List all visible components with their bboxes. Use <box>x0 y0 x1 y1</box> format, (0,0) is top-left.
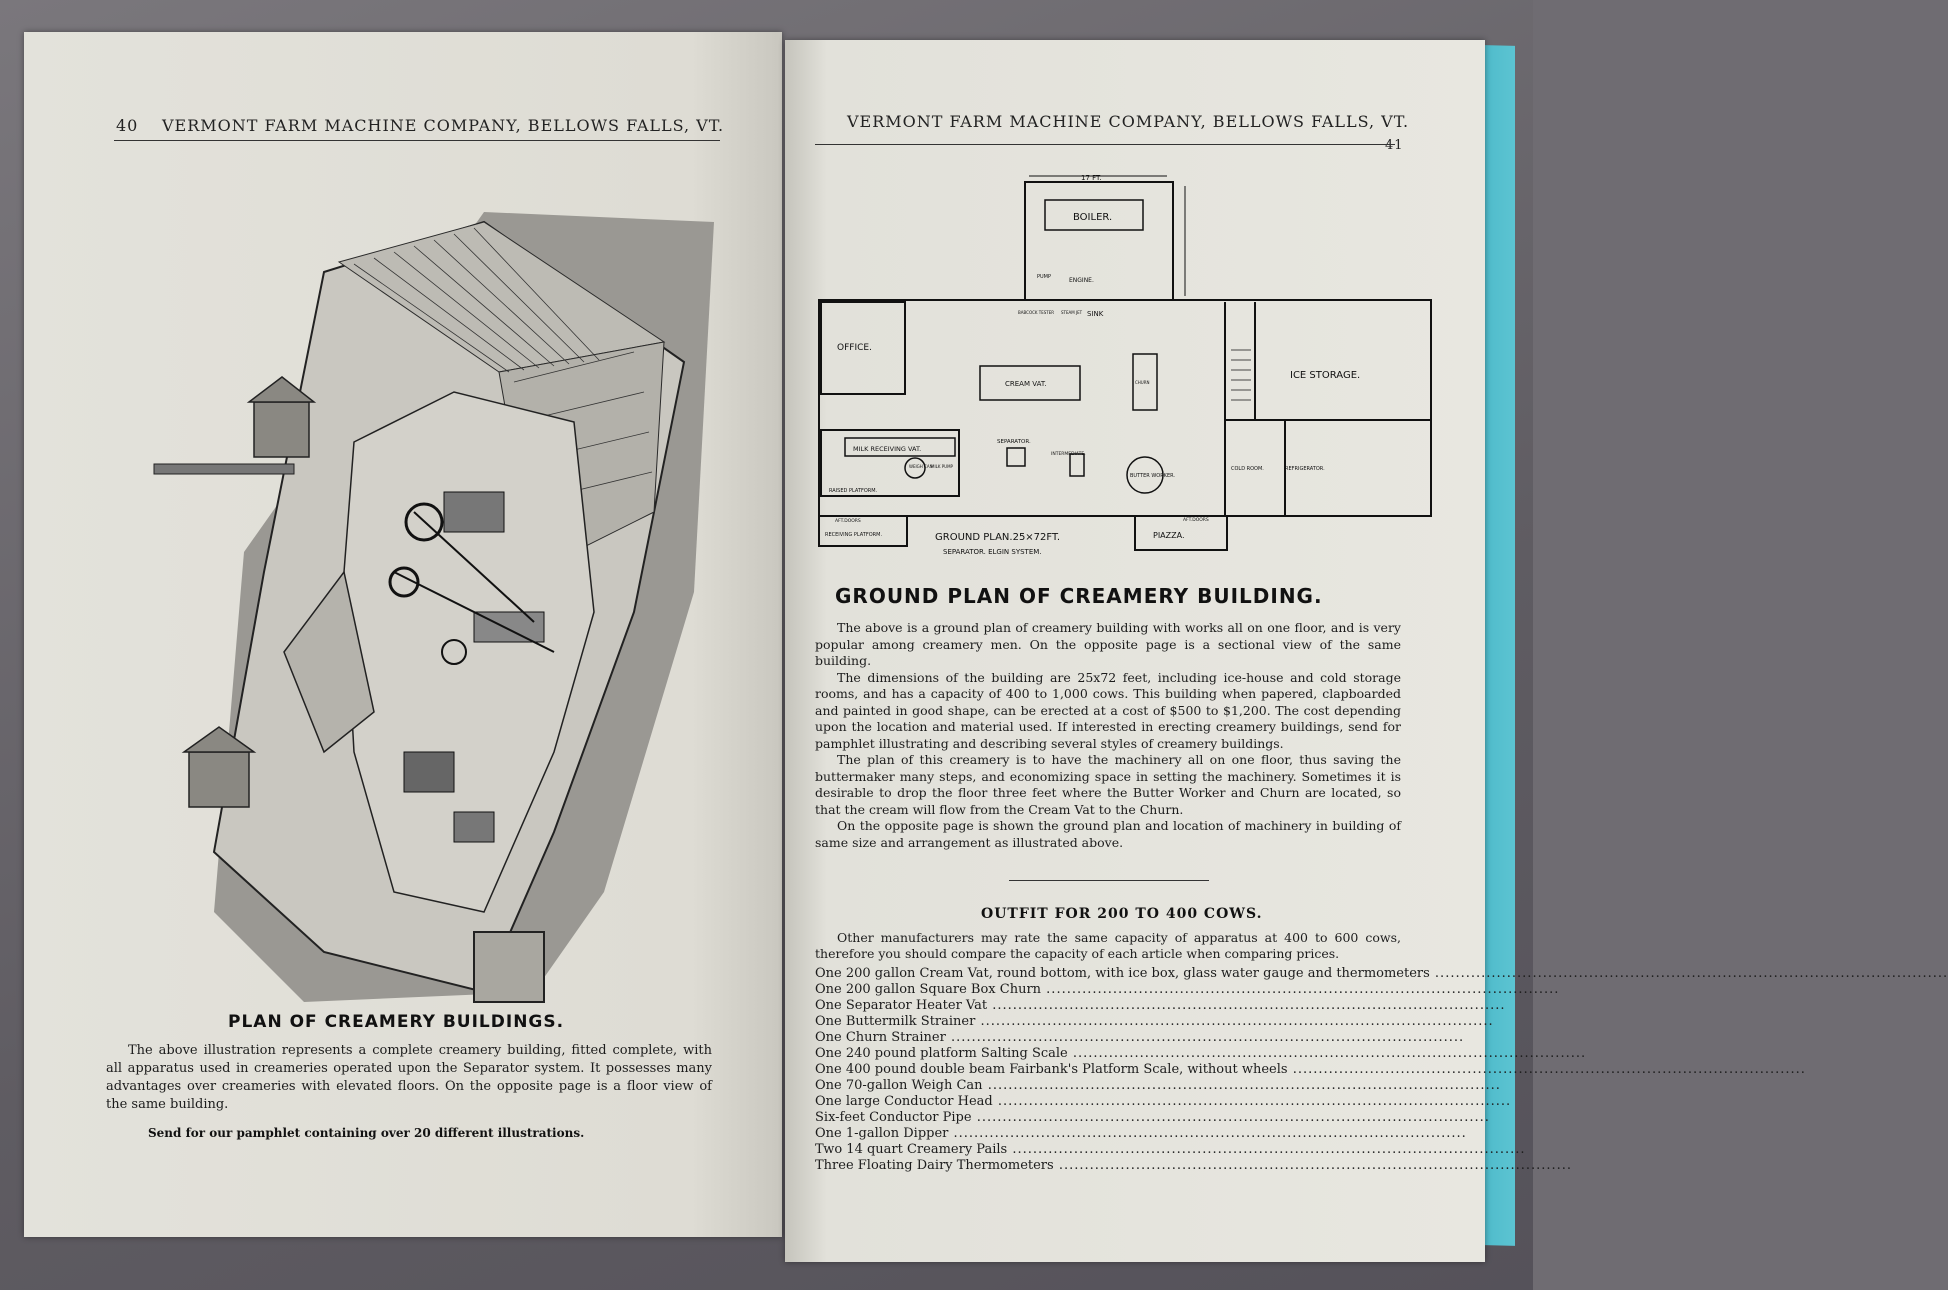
outfit-list: One 200 gallon Cream Vat, round bottom, … <box>815 966 1430 1174</box>
right-page-number: 41 <box>1385 138 1404 153</box>
list-item: Two 14 quart Creamery Pails <box>815 1142 1315 1158</box>
header-rule <box>114 140 720 141</box>
body-paragraph: The above is a ground plan of creamery b… <box>815 620 1401 668</box>
outfit-intro-text: Other manufacturers may rate the same ca… <box>815 930 1401 961</box>
plan-receiving-platform-label: RECEIVING PLATFORM. <box>825 532 882 538</box>
plan-raised-platform-label: RAISED PLATFORM. <box>829 488 878 494</box>
left-caption-body: The above illustration represents a comp… <box>106 1042 712 1114</box>
pamphlet-note: Send for our pamphlet containing over 20… <box>148 1126 585 1140</box>
plan-separator-system-label: SEPARATOR. ELGIN SYSTEM. <box>943 548 1042 556</box>
list-item: One 200 gallon Cream Vat, round bottom, … <box>815 966 1430 982</box>
plan-aft-doors-left-label: AFT.DOORS <box>835 518 861 524</box>
plan-babcock-label: BABCOCK TESTER <box>1018 310 1054 315</box>
plan-milk-vat-label: MILK RECEIVING VAT. <box>853 445 921 453</box>
plan-refrigerator-label: REFRIGERATOR. <box>1285 466 1325 472</box>
list-item: One 200 gallon Square Box Churn <box>815 982 1315 998</box>
left-page-number: 40 <box>116 116 139 135</box>
plan-butter-worker-label: BUTTER WORKER. <box>1130 473 1175 479</box>
plan-office-label: OFFICE. <box>837 343 872 353</box>
left-page-header: VERMONT FARM MACHINE COMPANY, BELLOWS FA… <box>162 116 725 135</box>
list-item: One 70-gallon Weigh Can <box>815 1078 1315 1094</box>
section-divider <box>1009 880 1209 881</box>
plan-ground-plan-label: GROUND PLAN.25×72FT. <box>935 532 1060 543</box>
plan-boiler-label: BOILER. <box>1073 212 1112 223</box>
right-page-body: The above is a ground plan of creamery b… <box>815 620 1401 851</box>
ground-plan-drawing: 17 FT. BOILER. ENGINE. PUMP BABCOCK TEST… <box>818 174 1432 556</box>
creamery-building-engraving <box>153 212 714 1003</box>
header-rule <box>815 144 1395 145</box>
plan-sink-label: SINK <box>1087 310 1104 318</box>
list-item: One Buttermilk Strainer <box>815 1014 1315 1030</box>
plan-separator-label: SEPARATOR. <box>997 439 1031 445</box>
list-item: Three Floating Dairy Thermometers <box>815 1158 1315 1174</box>
list-item: Six-feet Conductor Pipe <box>815 1110 1315 1126</box>
plan-cream-vat-label: CREAM VAT. <box>1005 380 1046 388</box>
right-page: VERMONT FARM MACHINE COMPANY, BELLOWS FA… <box>785 40 1485 1262</box>
plan-intermediate-label: INTERMEDIATE. <box>1051 451 1086 457</box>
body-paragraph: The plan of this creamery is to have the… <box>815 752 1401 817</box>
list-item: One 400 pound double beam Fairbank's Pla… <box>815 1062 1315 1078</box>
right-page-header: VERMONT FARM MACHINE COMPANY, BELLOWS FA… <box>847 112 1410 131</box>
list-item: One Churn Strainer <box>815 1030 1315 1046</box>
outfit-title: OUTFIT FOR 200 TO 400 COWS. <box>981 906 1263 922</box>
left-caption-title: PLAN OF CREAMERY BUILDINGS. <box>228 1012 565 1032</box>
plan-pump-label: PUMP <box>1037 274 1051 280</box>
plan-milk-pump-label: MILK PUMP <box>931 464 954 469</box>
body-paragraph: On the opposite page is shown the ground… <box>815 818 1401 850</box>
list-item: One 240 pound platform Salting Scale <box>815 1046 1315 1062</box>
plan-cold-room-label: COLD ROOM. <box>1231 466 1264 472</box>
plan-width-label: 17 FT. <box>1081 174 1102 182</box>
plan-churn-label: CHURN <box>1135 380 1150 385</box>
left-page: 40 VERMONT FARM MACHINE COMPANY, BELLOWS… <box>24 32 782 1237</box>
list-item: One large Conductor Head <box>815 1094 1315 1110</box>
outfit-intro: Other manufacturers may rate the same ca… <box>815 930 1401 962</box>
body-paragraph: The dimensions of the building are 25x72… <box>815 669 1401 751</box>
plan-piazza-label: PIAZZA. <box>1153 531 1185 540</box>
right-page-title: GROUND PLAN OF CREAMERY BUILDING. <box>835 584 1323 608</box>
plan-ice-storage-label: ICE STORAGE. <box>1290 370 1360 381</box>
plan-weigh-can-label: WEIGH CAN <box>909 464 933 469</box>
plan-aft-doors-right-label: AFT.DOORS <box>1183 517 1209 523</box>
plan-engine-label: ENGINE. <box>1069 277 1094 284</box>
list-item: One 1-gallon Dipper <box>815 1126 1315 1142</box>
plan-steam-jet-label: STEAM JET <box>1061 310 1083 315</box>
list-item: One Separator Heater Vat <box>815 998 1315 1014</box>
left-caption-paragraph: The above illustration represents a comp… <box>106 1043 712 1112</box>
